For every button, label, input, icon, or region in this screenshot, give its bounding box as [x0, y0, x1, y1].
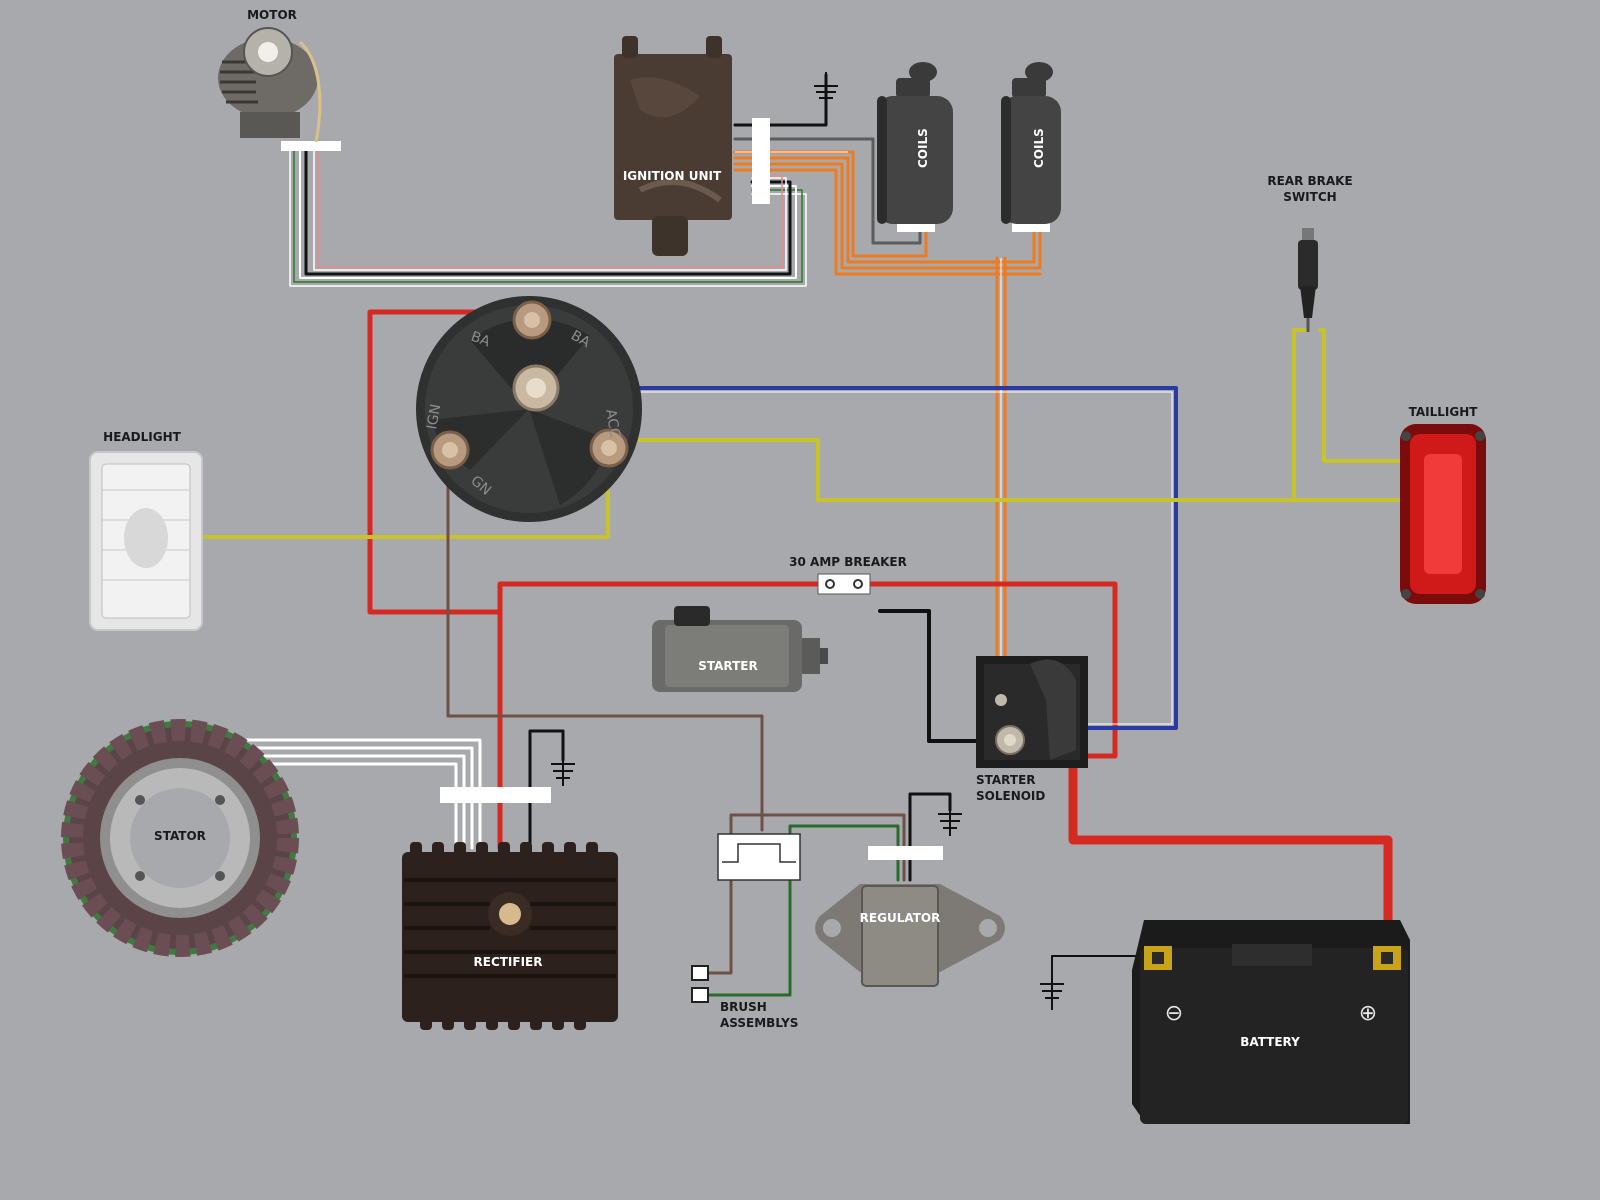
stator [61, 719, 299, 957]
brush-plug-1 [691, 965, 709, 981]
regulator-connector [868, 846, 943, 860]
starter-solenoid-label-1: STARTER [976, 773, 1036, 787]
rectifier-label: RECTIFIER [474, 955, 543, 969]
starter-solenoid [976, 656, 1088, 768]
yellow-lighting-wires [200, 328, 1406, 539]
headlight [89, 451, 203, 631]
stator-label: STATOR [154, 829, 206, 843]
coil-1-connector [897, 222, 935, 232]
battery-negative-symbol: ⊖ [1165, 1001, 1183, 1026]
blue-wire [538, 386, 1178, 730]
rectifier-connector [440, 787, 551, 803]
ignition-switch-terminal-acc: ACC [602, 408, 623, 439]
ground-symbol-ignition [814, 72, 838, 102]
taillight-label: TAILLIGHT [1409, 405, 1479, 419]
regulator-label: REGULATOR [860, 911, 941, 925]
ignition-switch-terminal-ba-1: BA [469, 329, 493, 351]
ignition-unit [614, 36, 732, 256]
starter-motor [652, 606, 828, 692]
motor-connector [281, 141, 341, 151]
motor-component [218, 27, 322, 143]
stator-harness [228, 738, 482, 850]
brush-assemblies-label-2: ASSEMBLYS [720, 1016, 798, 1030]
coil-feed-to-solenoid [995, 256, 1007, 702]
circuit-breaker [817, 573, 871, 595]
rectifier [402, 842, 618, 1030]
motor-label: MOTOR [247, 8, 297, 22]
battery-label: BATTERY [1240, 1035, 1300, 1049]
brush-connector [717, 833, 801, 881]
starter-solenoid-label-2: SOLENOID [976, 789, 1045, 803]
ignition-coil-2 [1001, 62, 1061, 224]
coil-2-label: COILS [1032, 128, 1046, 168]
starter-label: STARTER [698, 659, 758, 673]
red-power-wires [367, 309, 1393, 955]
coil-1-label: COILS [916, 128, 930, 168]
breaker-label: 30 AMP BREAKER [789, 555, 907, 569]
rear-brake-switch-label-2: SWITCH [1283, 190, 1336, 204]
rear-brake-switch-label-1: REAR BRAKE [1267, 174, 1352, 188]
ignition-unit-label: IGNITION UNIT [623, 169, 722, 183]
ignition-to-coils-wires [733, 73, 1042, 276]
ground-symbol-rectifier [551, 756, 575, 786]
battery [1132, 920, 1410, 1124]
ground-symbol-battery [1040, 976, 1064, 1010]
ignition-switch-terminal-ign: IGN [424, 403, 444, 431]
headlight-label: HEADLIGHT [103, 430, 181, 444]
rear-brake-switch [1298, 228, 1318, 332]
brush-plug-2 [691, 987, 709, 1003]
ignition-switch [416, 296, 642, 522]
ground-symbol-regulator [938, 806, 962, 836]
taillight [1400, 424, 1486, 604]
ignition-connector [752, 118, 770, 204]
ignition-coil-1 [877, 62, 953, 224]
regulator [815, 884, 1005, 987]
battery-positive-symbol: ⊕ [1359, 1001, 1377, 1026]
brush-assemblies-label-1: BRUSH [720, 1000, 767, 1014]
coil-2-connector [1012, 222, 1050, 232]
connector-blocks [281, 118, 1050, 860]
motor-to-ignition-harness [289, 146, 807, 287]
